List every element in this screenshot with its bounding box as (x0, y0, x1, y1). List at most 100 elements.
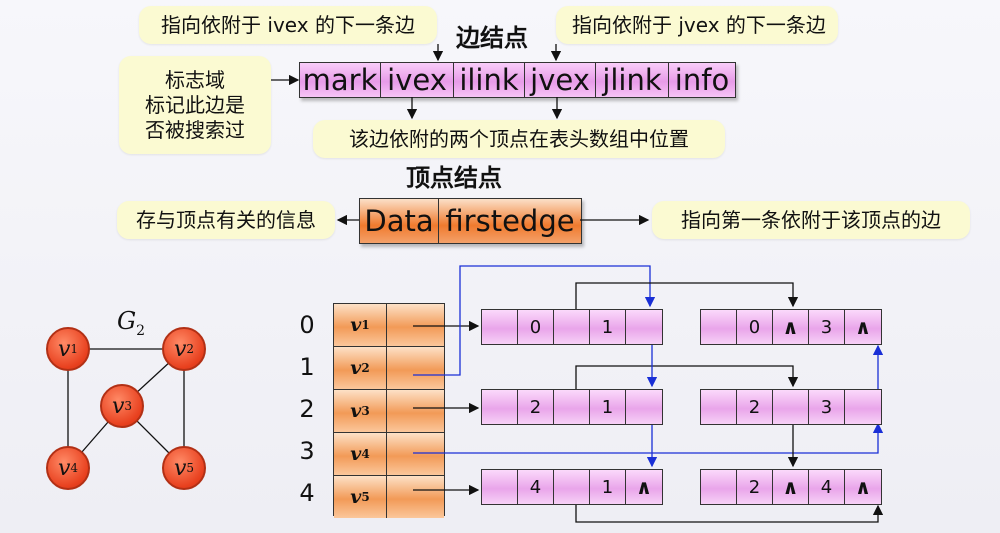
edge-node: 4 1 ∧ (481, 469, 663, 505)
vertex-sub: 5 (361, 490, 370, 504)
edge-jvex: 3 (809, 390, 845, 424)
vertex-node-heading: 顶点结点 (406, 164, 502, 192)
callout-mark: 标志域 标记此边是 否被搜索过 (119, 56, 271, 154)
graph-vertex-sub: 5 (186, 461, 195, 475)
callout-vex: 该边依附的两个顶点在表头数组中位置 (313, 120, 725, 158)
graph-vertex-letter: v (57, 336, 71, 362)
edge-ilink: ∧ (773, 310, 809, 344)
ilink-arrow (575, 365, 799, 389)
field-ivex: ivex (381, 63, 454, 97)
edge-ivex: 4 (518, 470, 554, 504)
array-index: 2 (299, 395, 315, 423)
field-jvex: jvex (525, 63, 596, 97)
edge-jvex: 1 (590, 390, 626, 424)
edge-mark (701, 390, 737, 424)
callout-data: 存与顶点有关的信息 (117, 201, 335, 239)
edge-ilink (554, 470, 590, 504)
graph-vertex-letter: v (57, 455, 71, 481)
edge-jvex: 4 (809, 470, 845, 504)
callout-firstedge: 指向第一条依附于该顶点的边 (652, 201, 970, 239)
field-mark: mark (300, 63, 381, 97)
graph-name: G (117, 307, 137, 335)
edge-mark (701, 310, 737, 344)
field-firstedge: firstedge (445, 204, 575, 238)
array-index: 3 (299, 437, 315, 465)
edge-jlink (626, 390, 662, 424)
vertex-sub: 3 (361, 404, 370, 418)
graph-vertex-sub: 2 (186, 342, 195, 356)
vertex-sub: 2 (361, 361, 370, 375)
callout-data-text: 存与顶点有关的信息 (136, 207, 316, 232)
edge-jlink (626, 310, 662, 344)
array-index: 0 (299, 311, 315, 339)
field-jlink: jlink (596, 63, 669, 97)
field-info: info (674, 63, 730, 97)
edge-ilink: ∧ (773, 470, 809, 504)
edge-jlink: ∧ (854, 315, 872, 339)
edge-mark (482, 310, 518, 344)
graph-vertex-letter: v (173, 336, 187, 362)
edge-mark (701, 470, 737, 504)
firstedge-arrow-v4 (413, 422, 884, 454)
edge-jlink: ∧ (854, 475, 872, 499)
graph-title: G2 (117, 307, 145, 339)
callout-mark-line-2: 标记此边是 (145, 92, 245, 117)
callout-ilink: 指向依附于 ivex 的下一条边 (139, 6, 437, 44)
edge-jvex: 1 (590, 470, 626, 504)
edge-node: 2∧4∧ (700, 469, 882, 505)
edge-ivex: 2 (737, 470, 773, 504)
edge-jvex: 1 (590, 310, 626, 344)
edge-jvex: 3 (809, 310, 845, 344)
vertex-sub: 1 (361, 318, 370, 332)
vertex-letter: v (350, 443, 362, 465)
edge-mark (482, 470, 518, 504)
graph-vertex-sub: 3 (124, 399, 133, 413)
edge-jlink: ∧ (635, 475, 653, 499)
edge-ilink (554, 390, 590, 424)
graph-vertex-letter: v (173, 455, 187, 481)
graph-vertex-sub: 4 (70, 461, 79, 475)
edge-mark (482, 390, 518, 424)
array-index: 4 (299, 479, 315, 507)
vertex-letter: v (350, 486, 362, 508)
callout-jlink: 指向依附于 jvex 的下一条边 (556, 6, 838, 44)
callout-jlink-text: 指向依附于 jvex 的下一条边 (572, 12, 826, 37)
edge-ivex: 2 (737, 390, 773, 424)
edge-jlink (845, 390, 881, 424)
vertex-node-struct: Data firstedge (359, 198, 582, 244)
graph-vertex-letter: v (111, 393, 125, 419)
field-data: Data (360, 199, 439, 243)
array-index: 1 (299, 353, 315, 381)
edge-ivex: 0 (737, 310, 773, 344)
edge-node-struct: mark ivex ilink jvex jlink info (299, 62, 736, 98)
graph-name-sub: 2 (136, 322, 146, 339)
callout-firstedge-text: 指向第一条依附于该顶点的边 (681, 207, 941, 232)
vertex-letter: v (350, 400, 362, 422)
callout-mark-line-1: 标志域 (165, 67, 225, 92)
graph-vertex-sub: 1 (70, 342, 79, 356)
vertex-letter: v (350, 314, 362, 336)
edge-node: 0∧3∧ (700, 309, 882, 345)
ilink-arrow (575, 282, 799, 309)
ilink-arrow (575, 503, 884, 523)
callout-mark-line-3: 否被搜索过 (145, 117, 245, 142)
edge-node-heading: 边结点 (456, 24, 528, 52)
